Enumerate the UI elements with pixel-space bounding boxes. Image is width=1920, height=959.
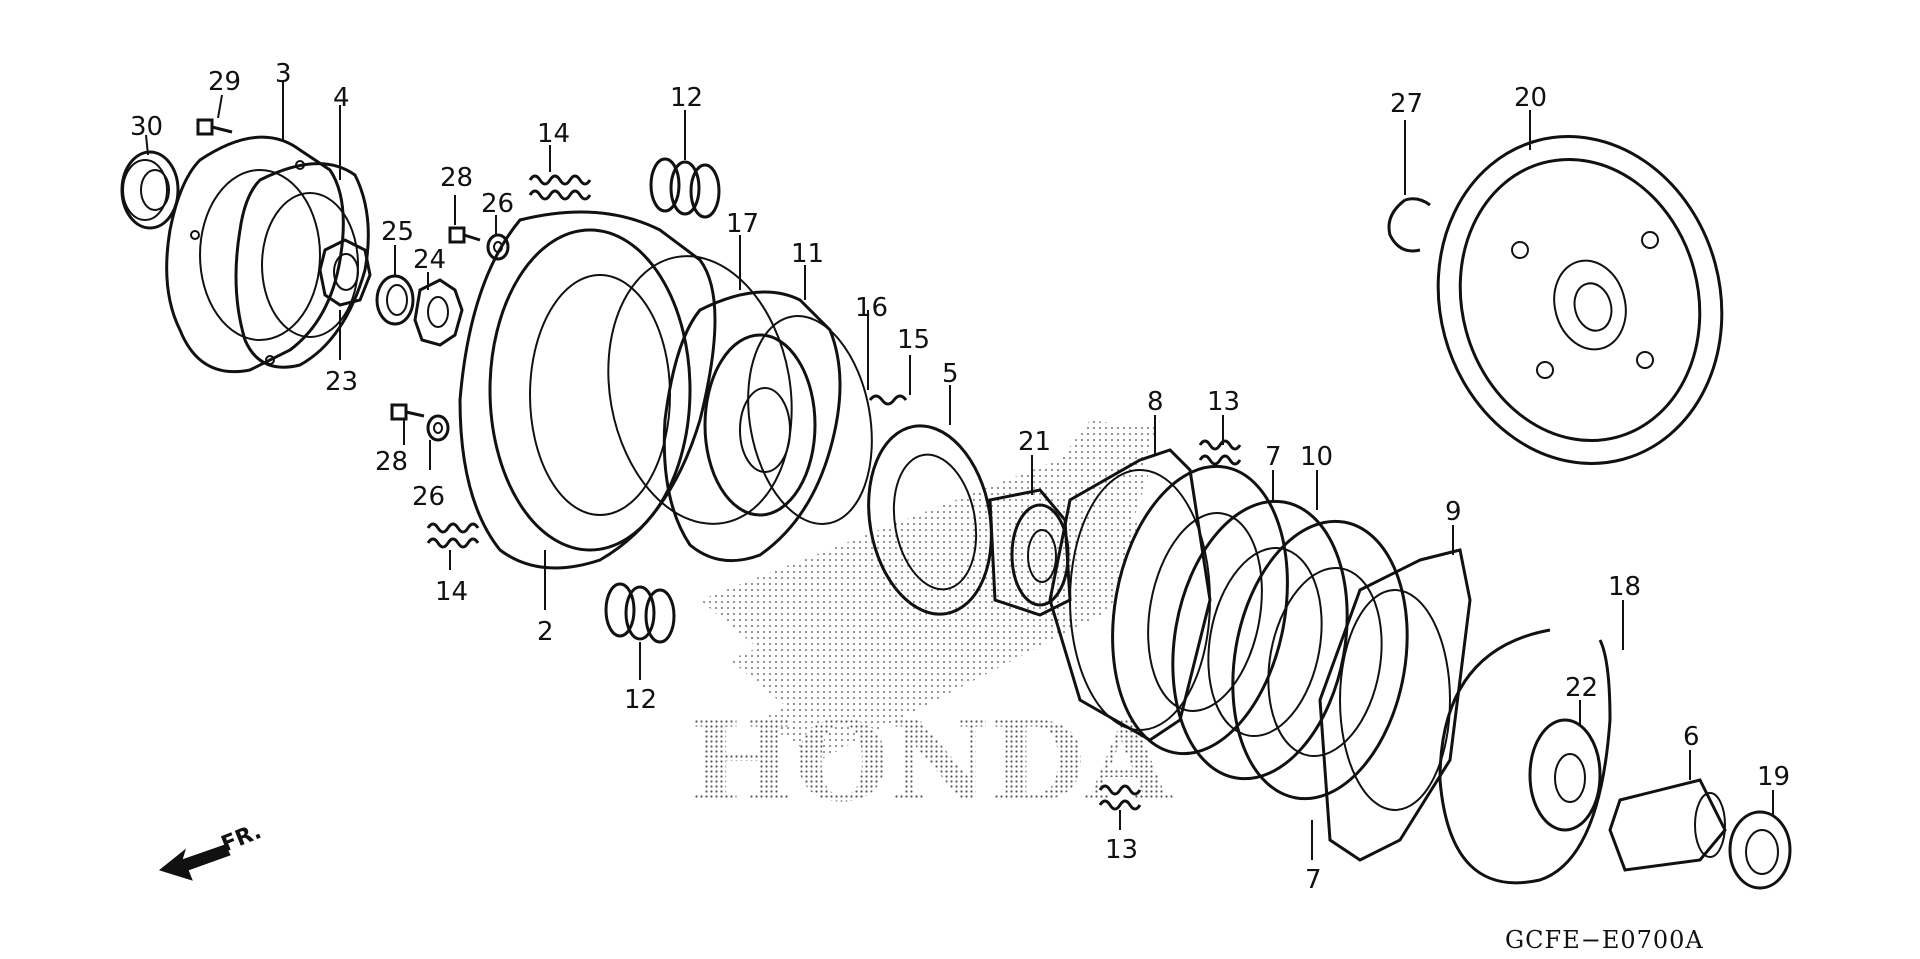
- callout-14-upper: 14: [537, 119, 570, 149]
- leader-lines: [145, 80, 1774, 860]
- callout-17: 17: [726, 209, 759, 239]
- part-9-end-plate: [1318, 548, 1472, 862]
- part-13-spring-upper: [1198, 439, 1242, 466]
- part-6-needle-bearing: [1608, 778, 1727, 872]
- part-13-spring-lower: [1098, 784, 1142, 811]
- part-3-cover: [165, 135, 345, 374]
- callout-13-lower: 13: [1105, 835, 1138, 865]
- part-28-bolt-upper: [448, 226, 481, 244]
- part-29-bolt: [196, 118, 233, 136]
- callout-12-upper: 12: [670, 83, 703, 113]
- callout-15: 15: [897, 325, 930, 355]
- callout-6: 6: [1683, 722, 1700, 752]
- callout-2: 2: [537, 617, 554, 647]
- part-12-springs-upper: [649, 157, 721, 219]
- part-24-lock-washer: [413, 278, 464, 347]
- callout-29: 29: [208, 67, 241, 97]
- callout-26-upper: 26: [481, 189, 514, 219]
- callout-10: 10: [1300, 442, 1333, 472]
- callout-21: 21: [1018, 427, 1051, 457]
- part-19-seal: [1728, 810, 1792, 890]
- part-14-spring-lower: [426, 522, 480, 549]
- part-4-plate: [234, 162, 370, 369]
- part-23-nut: [318, 238, 372, 307]
- part-11-weight-assembly: [662, 290, 842, 563]
- honda-watermark-text: HONDA: [690, 697, 1173, 826]
- callout-28-lower: 28: [375, 447, 408, 477]
- callout-28-upper: 28: [440, 163, 473, 193]
- part-26-washer-lower: [426, 414, 450, 442]
- part-10-clutch-plate: [1171, 499, 1349, 781]
- part-7-friction-disc-2: [1231, 519, 1409, 801]
- callout-7-upper: 7: [1265, 442, 1282, 472]
- diagram-code: GCFE−E0700A: [1505, 926, 1704, 954]
- part-30-bearing: [120, 150, 180, 230]
- callout-24: 24: [413, 245, 446, 275]
- callout-7-lower: 7: [1305, 865, 1322, 895]
- callout-19: 19: [1757, 762, 1790, 792]
- part-25-washer: [375, 274, 415, 326]
- callout-13-upper: 13: [1207, 387, 1240, 417]
- part-12-springs-lower: [604, 582, 676, 644]
- callout-20: 20: [1514, 83, 1547, 113]
- callout-30: 30: [130, 112, 163, 142]
- part-18-snap-ring: [1438, 628, 1612, 885]
- part-28-bolt-lower: [390, 403, 425, 421]
- callout-12-lower: 12: [624, 685, 657, 715]
- part-17-ring: [607, 255, 793, 525]
- part-16-spring: [747, 315, 873, 525]
- callout-4: 4: [333, 83, 350, 113]
- front-direction-arrow: [158, 844, 231, 881]
- callout-8: 8: [1147, 387, 1164, 417]
- callout-labels: 30 29 3 4 14 12 28 26 25 24 17 11 16 15 …: [130, 59, 1790, 895]
- part-7-friction-disc-1: [1111, 464, 1289, 756]
- callout-27: 27: [1390, 89, 1423, 119]
- callout-16: 16: [855, 293, 888, 323]
- callout-3: 3: [275, 59, 292, 89]
- callout-5: 5: [942, 359, 959, 389]
- part-14-spring-upper: [528, 174, 592, 201]
- part-15-spring: [868, 394, 908, 406]
- part-22-gear: [1528, 718, 1602, 832]
- callout-25: 25: [381, 217, 414, 247]
- part-20-driven-gear: [1436, 135, 1724, 465]
- callout-11: 11: [791, 239, 824, 269]
- part-27-circlip: [1387, 197, 1431, 253]
- callout-9: 9: [1445, 497, 1462, 527]
- callout-23: 23: [325, 367, 358, 397]
- front-direction-label: FR.: [218, 819, 265, 857]
- callout-22: 22: [1565, 673, 1598, 703]
- part-2-clutch-drum: [458, 210, 717, 570]
- callout-26-lower: 26: [412, 482, 445, 512]
- callout-18: 18: [1608, 572, 1641, 602]
- callout-14-lower: 14: [435, 577, 468, 607]
